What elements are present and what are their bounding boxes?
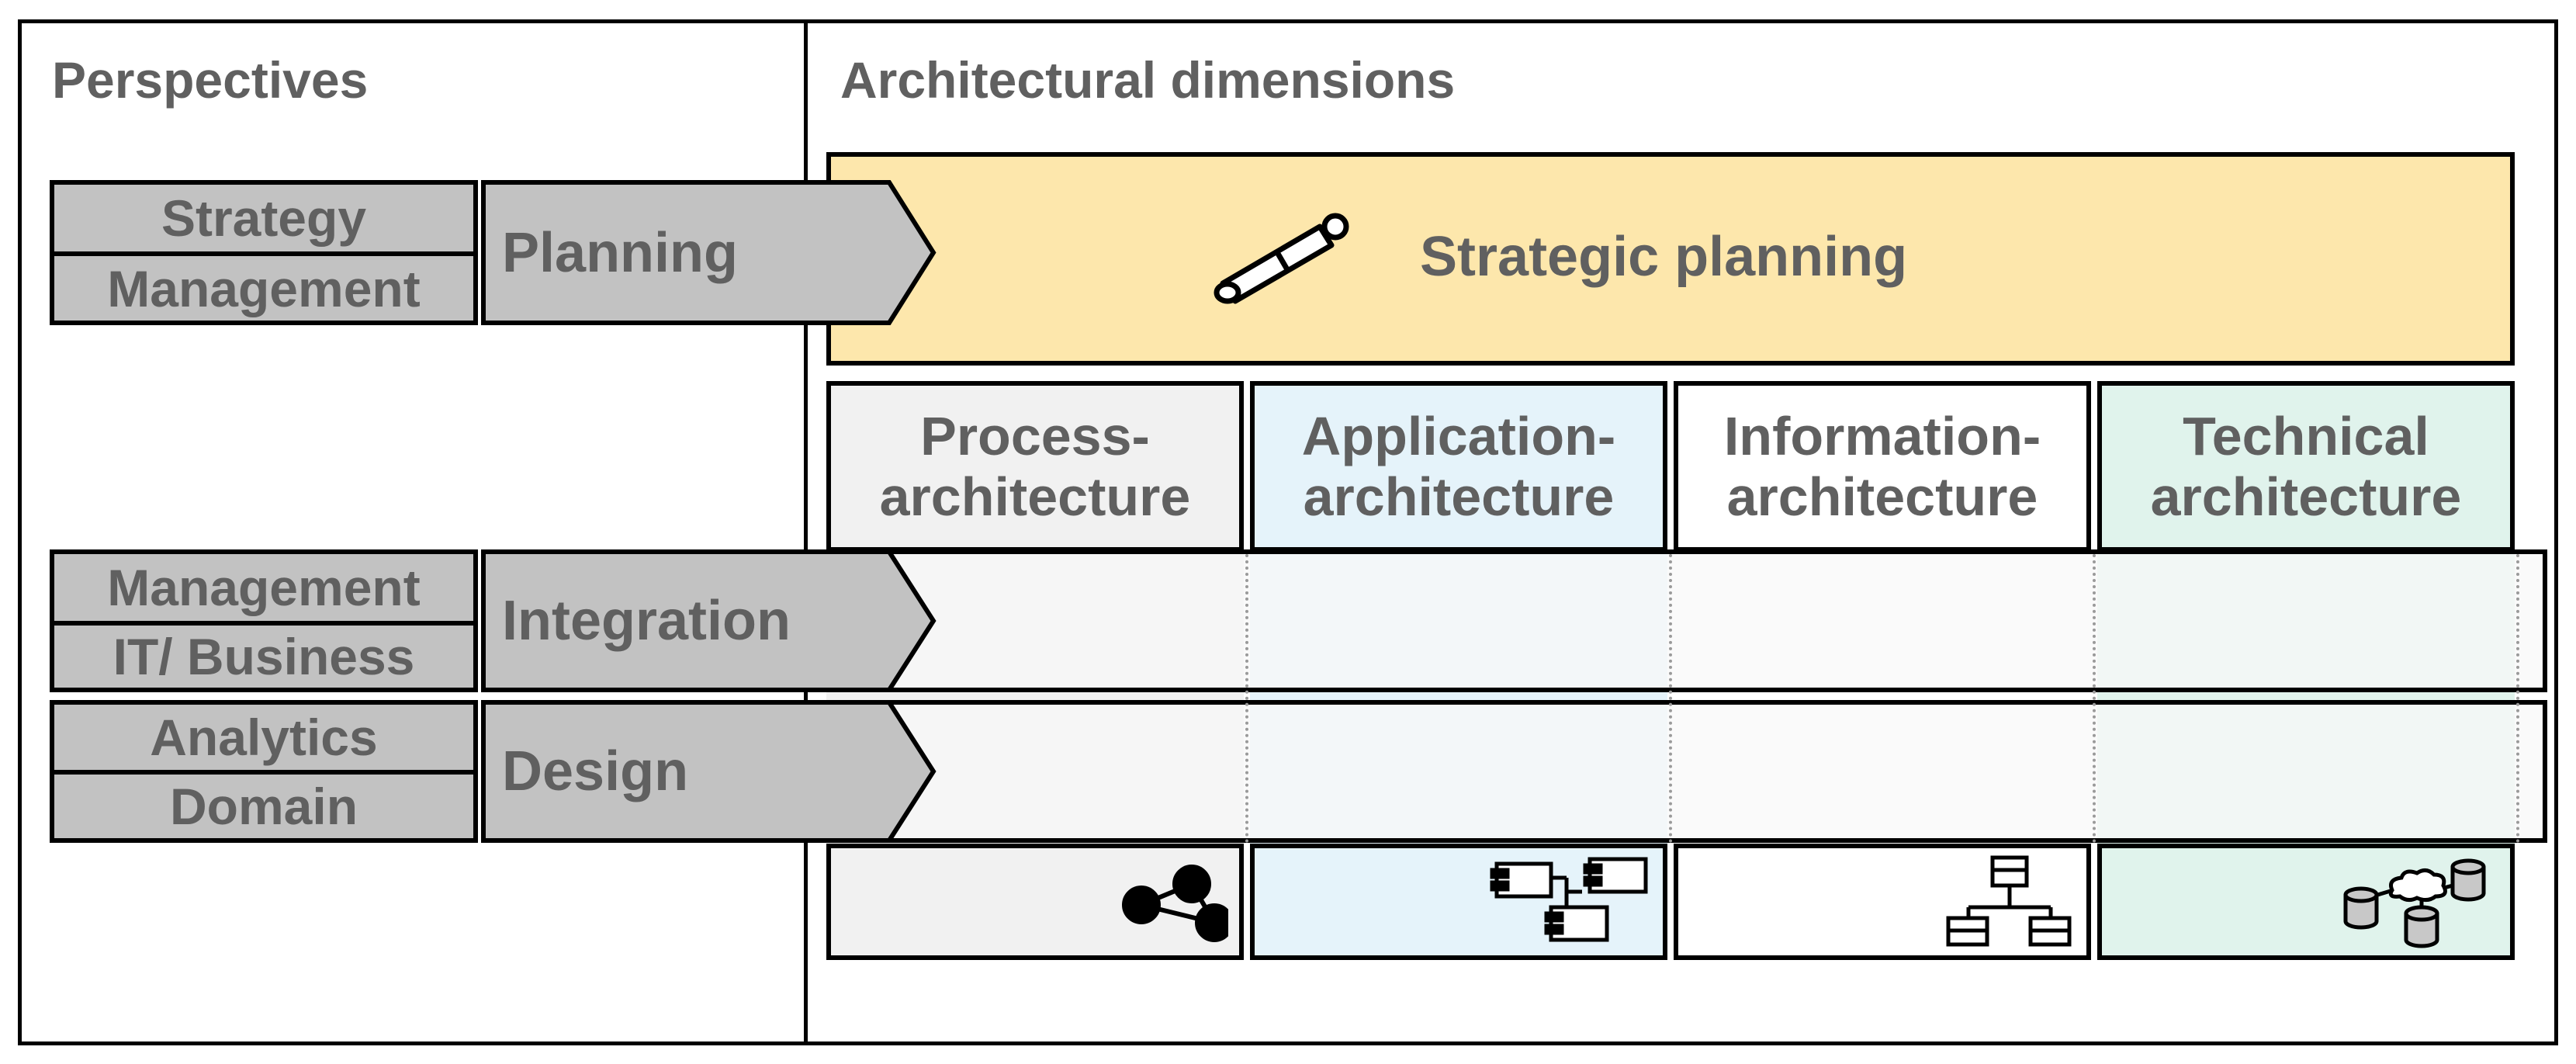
planning-arrow [481, 180, 937, 325]
application-column-footer [1250, 844, 1667, 960]
column-title-line2: architecture [1303, 466, 1615, 527]
information-architecture-header: Information-architecture [1674, 381, 2091, 552]
design-band [826, 700, 2547, 843]
band-column-separator [1669, 554, 1672, 843]
application-architecture-header: Application-architecture [1250, 381, 1667, 552]
section-divider [804, 19, 808, 1045]
telescope-icon [1214, 213, 1349, 304]
perspective-tag-bottom: IT/ Business [50, 621, 478, 692]
process-graph-icon [1122, 865, 1228, 942]
architectural-dimensions-heading: Architectural dimensions [840, 51, 1456, 109]
planning-arrow-label: Planning [502, 222, 738, 284]
application-components-icon [1490, 857, 1648, 942]
perspective-label: Strategy [161, 189, 367, 247]
perspective-tag-top: Strategy [50, 180, 478, 256]
band-column-separator [2093, 554, 2096, 843]
information-column-footer [1674, 844, 2091, 960]
column-title-line1: Application- [1301, 406, 1616, 466]
perspective-tag-bottom: Management [50, 251, 478, 325]
strategic-planning-label: Strategic planning [1420, 226, 1908, 288]
perspective-label: Analytics [150, 709, 378, 766]
column-title-line2: architecture [2150, 466, 2462, 527]
column-title-line1: Information- [1723, 406, 2041, 466]
strategic-planning-band [826, 152, 2515, 366]
integration-arrow [481, 549, 937, 692]
integration-arrow-label: Integration [502, 590, 791, 652]
design-arrow-label: Design [502, 740, 689, 802]
perspective-tag-top: Management [50, 549, 478, 626]
column-title-line2: architecture [1726, 466, 2038, 527]
perspective-tag-top: Analytics [50, 700, 478, 775]
perspective-tag-bottom: Domain [50, 770, 478, 843]
perspective-label: IT/ Business [113, 628, 415, 685]
diagram-frame [18, 19, 2558, 1045]
column-title-line2: architecture [879, 466, 1191, 527]
column-title-line1: Process- [920, 406, 1150, 466]
technical-column-footer [2097, 844, 2515, 960]
information-hierarchy-icon [1946, 855, 2072, 947]
perspectives-heading: Perspectives [52, 51, 369, 109]
perspective-label: Domain [169, 778, 358, 835]
technical-infrastructure-icon [2343, 858, 2486, 948]
band-column-separator [2516, 554, 2519, 843]
design-arrow [481, 700, 937, 843]
column-title-line1: Technical [2183, 406, 2429, 466]
process-column-footer [826, 844, 1244, 960]
perspective-label: Management [107, 259, 421, 317]
integration-band [826, 549, 2547, 692]
process-architecture-header: Process-architecture [826, 381, 1244, 552]
perspective-label: Management [107, 559, 421, 616]
band-column-separator [1245, 554, 1248, 843]
